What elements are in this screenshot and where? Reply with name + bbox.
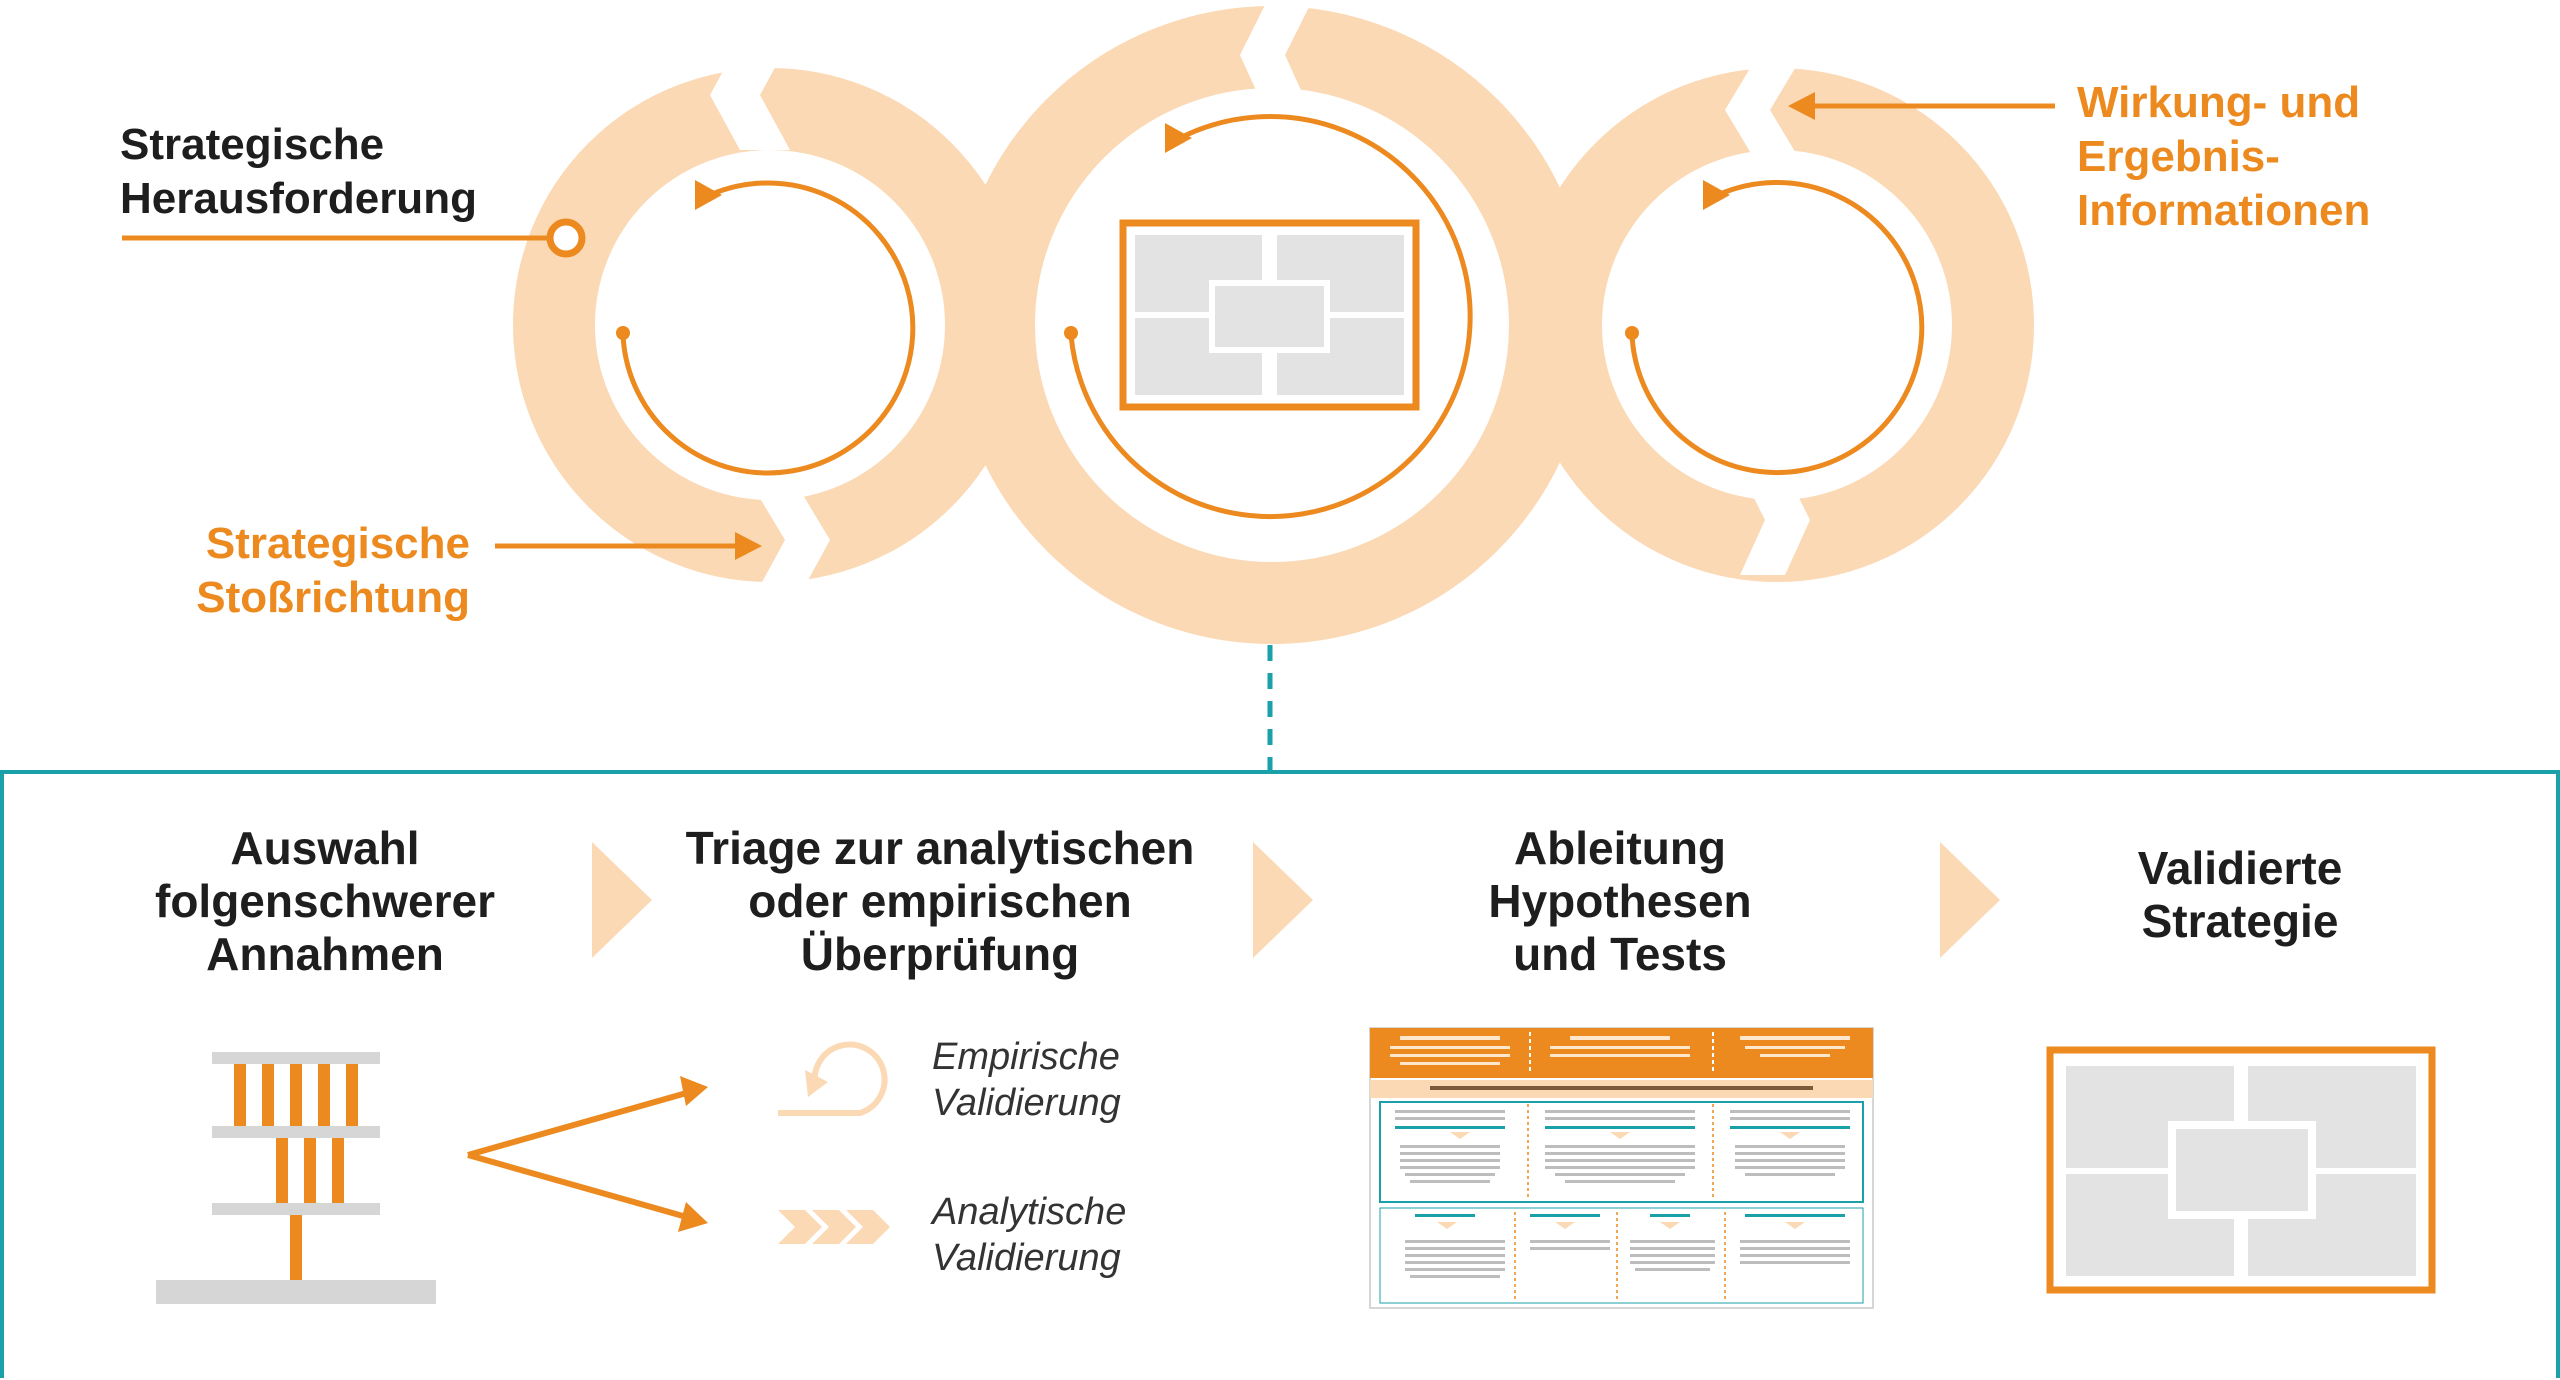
- thrust-label: Strategische Stoßrichtung: [178, 517, 470, 625]
- step-2-title-line2: oder empirischen: [748, 875, 1132, 927]
- chevrons-icon: [778, 1210, 890, 1244]
- step-4-title-line1: Validierte: [2137, 842, 2343, 894]
- step-4-title: Validierte Strategie: [2040, 842, 2440, 948]
- chevron-right-icon: [1940, 842, 2000, 958]
- analytical-validation-line1: Analytische: [932, 1191, 1127, 1233]
- right-cycle-arrow: [1629, 180, 1925, 476]
- cycles-diagram: [122, 5, 2055, 770]
- step-3-title: Ableitung Hypothesen und Tests: [1420, 822, 1820, 981]
- pointer-thrust: [495, 532, 762, 560]
- impact-label-line2: Ergebnis-: [2077, 132, 2280, 181]
- challenge-label-line2: Herausforderung: [120, 174, 477, 223]
- step-1-title-line3: Annahmen: [206, 928, 444, 980]
- step-1-title: Auswahl folgenschwerer Annahmen: [115, 822, 535, 981]
- chevron-right-icon: [592, 842, 652, 958]
- left-cycle-arrow: [620, 180, 916, 476]
- assumption-stack-icon: [156, 1052, 436, 1304]
- empirical-validation-line2: Validierung: [932, 1082, 1121, 1124]
- impact-label: Wirkung- und Ergebnis- Informationen: [2077, 76, 2370, 238]
- empirical-validation-label: Empirische Validierung: [932, 1034, 1121, 1126]
- validated-strategy-canvas-icon: [2046, 1046, 2436, 1294]
- impact-label-line3: Informationen: [2077, 186, 2371, 235]
- thrust-label-line1: Strategische: [205, 519, 470, 568]
- step-4-title-line2: Strategie: [2141, 895, 2339, 947]
- impact-label-line1: Wirkung- und: [2077, 78, 2361, 127]
- pointer-impact: [1788, 92, 2055, 120]
- center-cycle-arrow: [1068, 114, 1473, 520]
- challenge-label-line1: Strategische: [120, 120, 385, 169]
- loop-arrow-icon: [778, 1041, 888, 1116]
- step-2-title-line1: Triage zur analytischen: [685, 822, 1195, 874]
- fork-arrow-icon: [467, 1089, 691, 1221]
- analytical-validation-line2: Validierung: [932, 1237, 1121, 1279]
- step-3-title-line1: Ableitung: [1513, 822, 1727, 874]
- step-2-title: Triage zur analytischen oder empirischen…: [660, 822, 1220, 981]
- left-outer-ring: [513, 68, 1027, 582]
- step-1-title-line1: Auswahl: [230, 822, 420, 874]
- challenge-label: Strategische Herausforderung: [120, 118, 477, 226]
- strategy-canvas-icon: [1119, 219, 1420, 411]
- ring-notches: [710, 5, 1810, 595]
- step-2-title-line3: Überprüfung: [800, 928, 1080, 980]
- empirical-validation-line1: Empirische: [932, 1036, 1120, 1078]
- process-panel: [0, 770, 2560, 1378]
- pointer-challenge: [122, 218, 586, 258]
- step-arrows: [592, 842, 2000, 958]
- process-graphics: [156, 842, 2436, 1309]
- inner-cycle-arrows: [620, 114, 1925, 520]
- analytical-validation-label: Analytische Validierung: [932, 1189, 1126, 1281]
- arrow-heads: [616, 123, 1730, 340]
- step-3-title-line2: Hypothesen: [1488, 875, 1752, 927]
- step-1-title-line2: folgenschwerer: [155, 875, 495, 927]
- hypothesis-document-thumbnail: [1369, 1027, 1874, 1309]
- step-3-title-line3: und Tests: [1513, 928, 1727, 980]
- thrust-label-line2: Stoßrichtung: [196, 573, 470, 622]
- chevron-right-icon: [1253, 842, 1313, 958]
